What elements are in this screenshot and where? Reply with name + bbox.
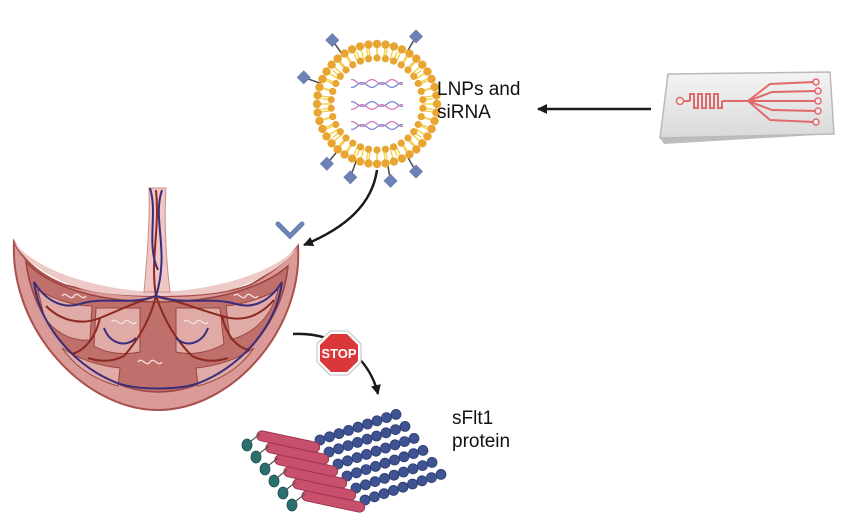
protein-label-line2: protein: [452, 431, 511, 452]
lnp-label: LNPs and siRNA: [437, 78, 520, 124]
stop-sign-icon: STOP: [316, 330, 362, 376]
lnp-label-line2: siRNA: [437, 102, 491, 123]
placenta-icon: [12, 187, 305, 412]
microfluidic-chip-icon: [659, 71, 835, 144]
lnp-label-line1: LNPs and: [437, 79, 521, 100]
protein-label-line1: sFlt1: [452, 408, 494, 429]
arrow-lnp-to-placenta: [303, 169, 379, 247]
stop-text: STOP: [321, 346, 356, 361]
protein-label: sFlt1 protein: [452, 407, 510, 453]
sflt1-protein-icon: [241, 408, 447, 513]
lipid-nanoparticle-icon: [296, 29, 442, 188]
